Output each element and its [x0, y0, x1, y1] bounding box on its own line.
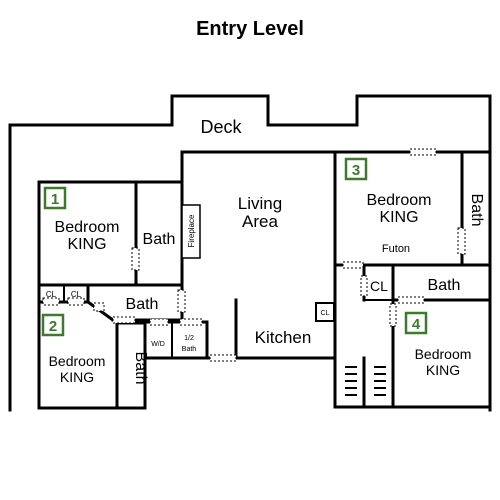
half-bath-label-2: Bath [182, 346, 197, 353]
house-walls [37, 150, 492, 412]
fireplace-box [181, 204, 201, 259]
svg-text:2: 2 [49, 318, 57, 335]
doors [42, 148, 466, 362]
living-area-label-1: Living [238, 194, 282, 213]
badge-1: 1 [43, 186, 67, 210]
bedroom2-label-2: KING [60, 369, 94, 385]
closet-b-label: CL [71, 290, 82, 299]
badge-3: 3 [344, 157, 368, 181]
bedroom4-label-2: KING [426, 362, 460, 378]
svg-text:1: 1 [51, 191, 59, 208]
bath2-label: Bath [132, 352, 149, 385]
futon-label: Futon [382, 243, 410, 255]
bath3-label: Bath [468, 194, 485, 227]
stairs [345, 366, 386, 396]
fireplace-label: Fireplace [187, 214, 196, 247]
badge-2: 2 [41, 313, 65, 337]
svg-text:4: 4 [412, 316, 421, 333]
svg-text:3: 3 [352, 162, 360, 179]
bedroom1-label-1: Bedroom [55, 219, 120, 236]
page-title: Entry Level [196, 18, 304, 40]
closet-a-label: CL [46, 290, 57, 299]
deck-outline [8, 94, 492, 412]
bedroom1-label-2: KING [67, 236, 106, 253]
closet-right-label: CL [370, 278, 388, 294]
kitchen-closet-label: CL [321, 310, 330, 317]
bedroom2-label-1: Bedroom [49, 353, 106, 369]
badge-4: 4 [404, 311, 428, 335]
living-area-label-2: Area [242, 212, 278, 231]
washer-dryer-label: W/D [151, 341, 165, 348]
bedroom3-label-2: KING [379, 209, 418, 226]
bath1-label: Bath [143, 231, 176, 248]
bedroom3-label-1: Bedroom [367, 192, 432, 209]
bath-mid-label: Bath [126, 296, 159, 313]
kitchen-label: Kitchen [255, 328, 312, 347]
half-bath-label-1: 1/2 [184, 335, 194, 342]
bath4-label: Bath [428, 277, 461, 294]
deck-label: Deck [200, 117, 242, 137]
bedroom4-label-1: Bedroom [415, 346, 472, 362]
